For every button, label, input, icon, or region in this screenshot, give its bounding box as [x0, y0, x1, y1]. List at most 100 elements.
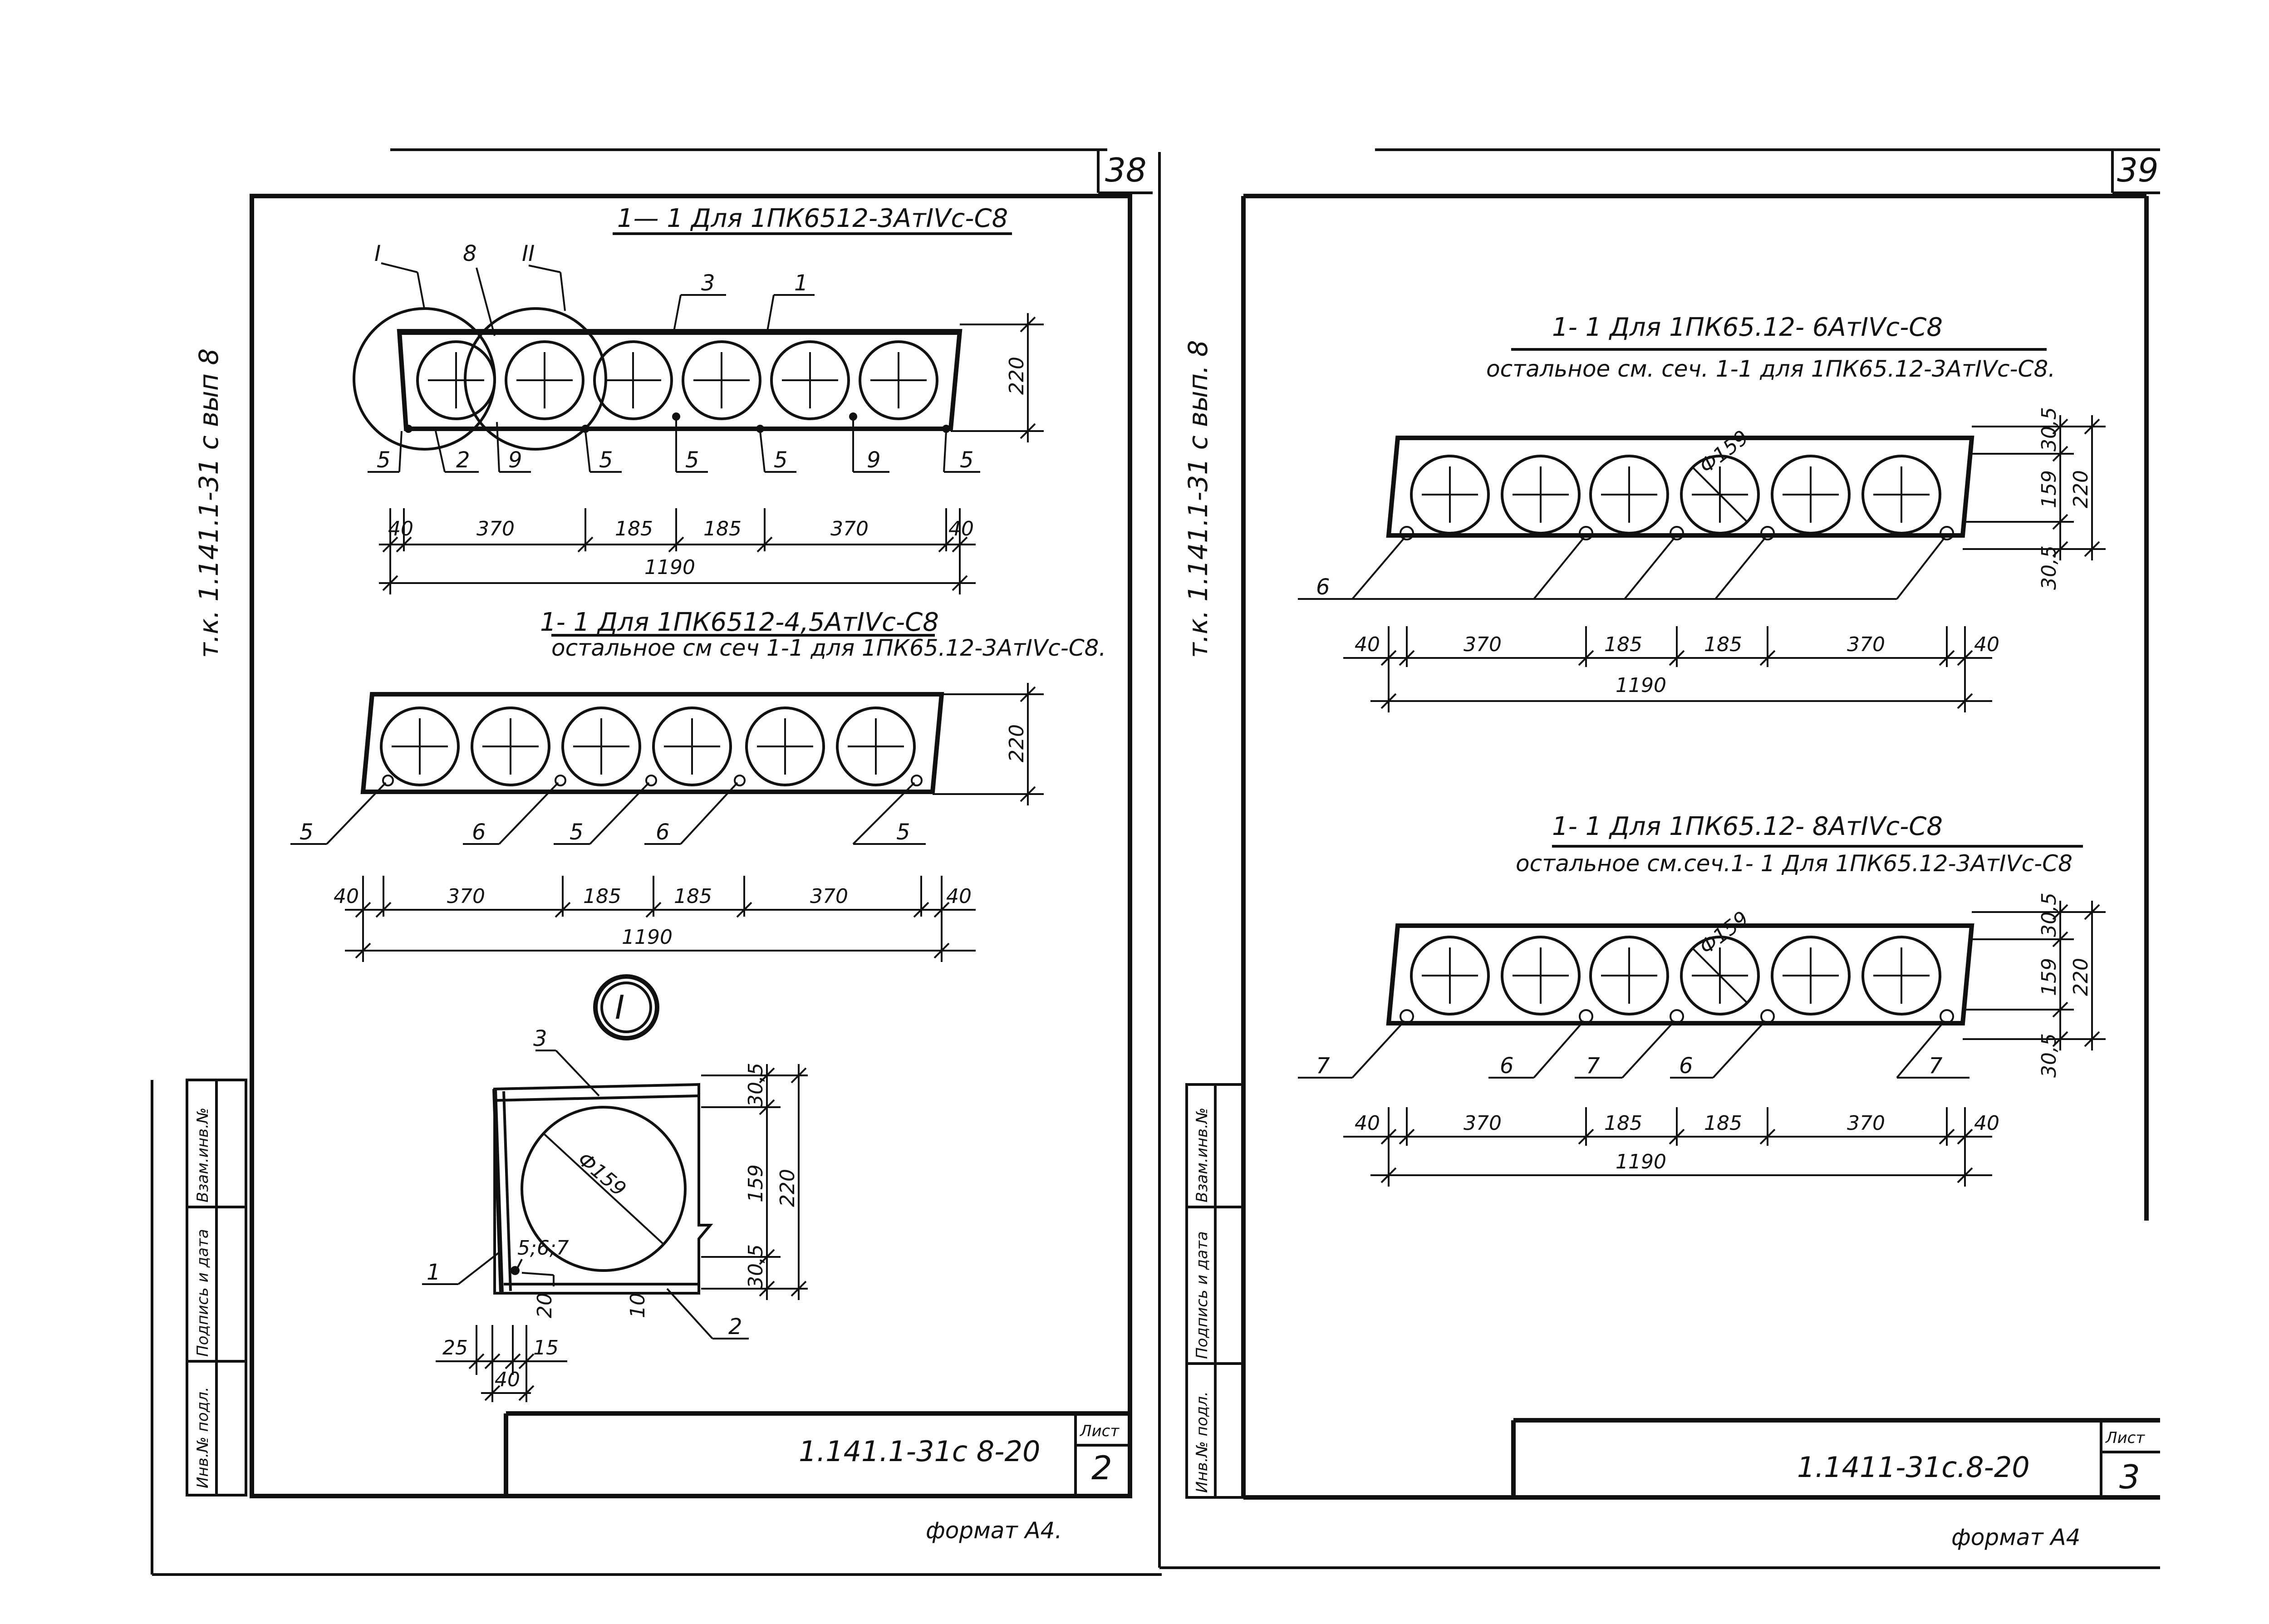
side-label: т.к. 1.141.1-31 с вып 8 — [193, 348, 224, 658]
svg-text:5: 5 — [300, 819, 314, 845]
svg-text:40: 40 — [1974, 633, 1999, 656]
svg-text:7: 7 — [1586, 1053, 1600, 1079]
svg-text:Инв.№ подл.: Инв.№ подл. — [1193, 1391, 1211, 1493]
svg-text:5: 5 — [774, 447, 788, 473]
svg-text:30,5: 30,5 — [2038, 893, 2061, 937]
svg-text:5: 5 — [960, 447, 974, 473]
sheet-left: 38 т.к. 1.141.1-31 с вып 8 Инв.№ подл. П… — [151, 148, 1162, 1576]
drawing-code: 1.1411-31с.8-20 — [1797, 1451, 2030, 1484]
svg-text:10: 10 — [626, 1293, 649, 1318]
sheet-number: 3 — [2119, 1458, 2140, 1496]
svg-text:5;6;7: 5;6;7 — [517, 1236, 569, 1260]
detail-mark — [593, 974, 659, 1040]
svg-text:30,5: 30,5 — [744, 1063, 767, 1107]
svg-text:40: 40 — [1974, 1112, 1999, 1135]
svg-text:9: 9 — [508, 447, 522, 473]
svg-text:I: I — [374, 241, 381, 266]
svg-text:40: 40 — [1355, 633, 1380, 656]
svg-text:370: 370 — [1464, 633, 1502, 656]
svg-text:185: 185 — [703, 517, 742, 540]
svg-text:15: 15 — [533, 1336, 559, 1359]
svg-text:220: 220 — [2069, 470, 2092, 508]
svg-text:185: 185 — [1704, 633, 1742, 656]
sheet-number: 2 — [1091, 1449, 1112, 1487]
svg-text:9: 9 — [867, 447, 881, 473]
svg-text:25: 25 — [442, 1336, 468, 1359]
svg-text:370: 370 — [810, 885, 848, 908]
svg-text:370: 370 — [447, 885, 485, 908]
section-b: 1- 1 Для 1ПК6512-4,5АтIVс-С8 остальное с… — [290, 608, 1106, 962]
svg-text:5: 5 — [599, 447, 613, 473]
svg-text:220: 220 — [2069, 958, 2092, 996]
page-number: 38 — [1105, 151, 1147, 189]
detail-i: I Ф159 5;6;7 20 10 3 1 2 — [422, 974, 808, 1402]
svg-text:370: 370 — [1847, 1112, 1885, 1135]
svg-text:30,5: 30,5 — [2038, 1033, 2061, 1078]
title-block: Лист 2 1.141.1-31с 8-20 — [504, 1411, 1130, 1496]
inner-frame — [250, 194, 1132, 1498]
svg-text:6: 6 — [1316, 574, 1330, 600]
svg-text:Лист: Лист — [2105, 1429, 2145, 1447]
section-b-subtitle: остальное см сеч 1-1 для 1ПК65.12-3АтIVс… — [551, 635, 1106, 661]
svg-text:370: 370 — [1464, 1112, 1502, 1135]
svg-text:40: 40 — [1355, 1112, 1380, 1135]
svg-text:5: 5 — [570, 819, 584, 845]
svg-text:II: II — [522, 241, 535, 266]
section-c-title: 1- 1 Для 1ПК65.12- 6АтIVс-С8 — [1552, 313, 1943, 342]
svg-text:1190: 1190 — [1616, 1150, 1666, 1173]
svg-text:1: 1 — [794, 270, 808, 296]
svg-text:Подпись и дата: Подпись и дата — [194, 1229, 212, 1357]
svg-text:7: 7 — [1316, 1053, 1330, 1079]
svg-text:40: 40 — [495, 1368, 520, 1391]
svg-text:20: 20 — [533, 1293, 556, 1318]
sheet-right: 39 т.к. 1.141.1-31 с вып. 8 Инв.№ подл. … — [1158, 148, 2160, 1569]
svg-text:6: 6 — [656, 819, 670, 845]
svg-text:2: 2 — [456, 447, 470, 473]
svg-text:1190: 1190 — [644, 556, 695, 579]
svg-text:40: 40 — [948, 517, 974, 540]
svg-text:Инв.№ подл.: Инв.№ подл. — [194, 1387, 212, 1488]
svg-text:30,5: 30,5 — [2038, 407, 2061, 451]
svg-text:8: 8 — [463, 241, 477, 266]
svg-text:Взам.инв.№: Взам.инв.№ — [1193, 1108, 1211, 1202]
svg-text:7: 7 — [1929, 1053, 1943, 1079]
svg-text:Подпись и дата: Подпись и дата — [1193, 1231, 1211, 1359]
section-b-title: 1- 1 Для 1ПК6512-4,5АтIVс-С8 — [540, 608, 939, 637]
svg-text:6: 6 — [1500, 1053, 1514, 1079]
svg-text:40: 40 — [388, 517, 413, 540]
svg-text:I: I — [615, 988, 624, 1026]
title-block: Лист 3 1.1411-31с.8-20 — [1511, 1418, 2160, 1497]
stamp-strip: Инв.№ подл. Подпись и дата Взам.инв.№ — [186, 1079, 247, 1496]
svg-text:185: 185 — [674, 885, 712, 908]
svg-text:3: 3 — [701, 270, 715, 296]
svg-text:40: 40 — [946, 885, 972, 908]
svg-text:1190: 1190 — [1616, 674, 1666, 697]
svg-text:370: 370 — [830, 517, 869, 540]
section-d: 1- 1 Для 1ПК65.12- 8АтIVс-С8 остальное с… — [1298, 812, 2106, 1187]
svg-text:185: 185 — [615, 517, 653, 540]
svg-text:2: 2 — [728, 1314, 742, 1339]
svg-text:Лист: Лист — [1079, 1422, 1120, 1440]
section-a-title: 1— 1 Для 1ПК6512-3АтIVс-С8 — [617, 204, 1008, 233]
section-a: 1— 1 Для 1ПК6512-3АтIVс-С8 — [353, 204, 1044, 594]
svg-text:5: 5 — [896, 819, 910, 845]
svg-text:185: 185 — [583, 885, 621, 908]
svg-text:5: 5 — [377, 447, 391, 473]
svg-text:30,5: 30,5 — [744, 1244, 767, 1289]
svg-text:159: 159 — [744, 1164, 767, 1202]
svg-text:220: 220 — [776, 1169, 799, 1207]
side-label: т.к. 1.141.1-31 с вып. 8 — [1183, 340, 1213, 658]
section-d-title: 1- 1 Для 1ПК65.12- 8АтIVс-С8 — [1552, 812, 1943, 841]
svg-text:6: 6 — [472, 819, 486, 845]
svg-text:Ф159: Ф159 — [1695, 907, 1753, 959]
svg-text:5: 5 — [685, 447, 699, 473]
page-number: 39 — [2117, 151, 2159, 189]
section-c: 1- 1 Для 1ПК65.12- 6АтIVс-С8 остальное с… — [1298, 313, 2106, 712]
svg-text:220: 220 — [1005, 724, 1028, 762]
format-label: формат А4 — [1951, 1524, 2080, 1550]
svg-text:30,5: 30,5 — [2038, 545, 2061, 590]
svg-text:159: 159 — [2038, 958, 2061, 996]
svg-text:370: 370 — [476, 517, 515, 540]
svg-text:370: 370 — [1847, 633, 1885, 656]
